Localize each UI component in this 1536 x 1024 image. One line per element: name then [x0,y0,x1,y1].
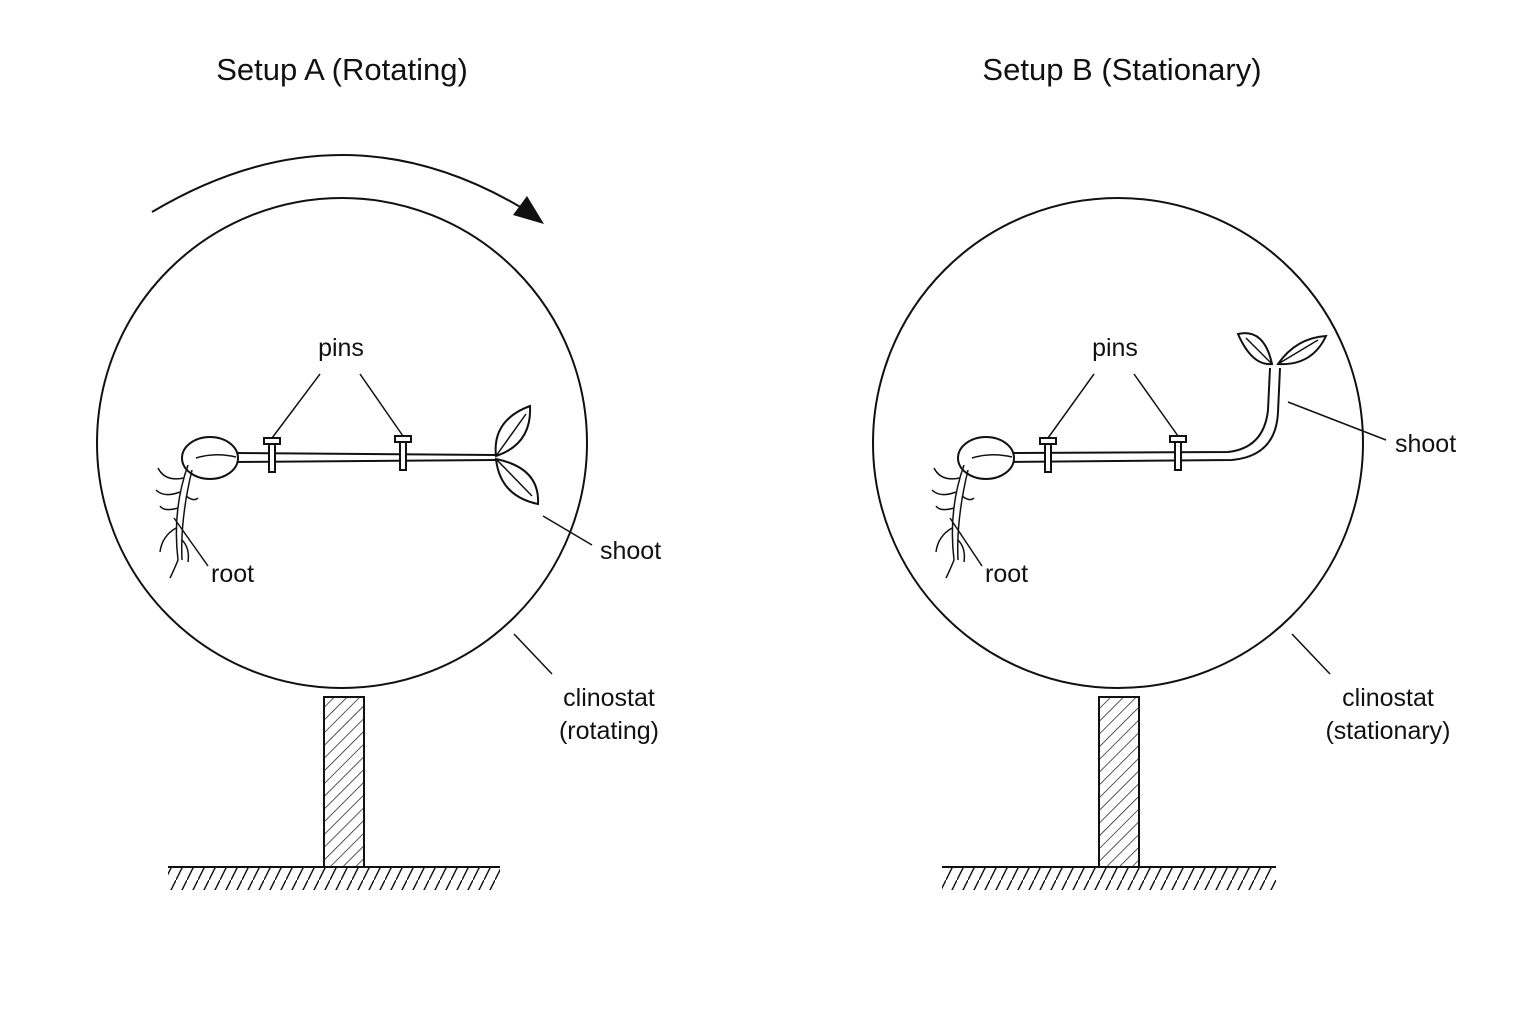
setup-a-title: Setup A (Rotating) [216,52,468,87]
setup-b-pins-label: pins [1092,334,1138,362]
setup-b-seedling [931,332,1328,579]
setup-b-pins-leader-2 [1133,373,1179,437]
setup-b-root-label: root [985,560,1028,588]
setup-b-leaves [1236,332,1328,366]
setup-b-seed [957,436,1015,480]
setup-a-clinostat-disk [96,197,588,689]
setup-b-root [931,464,975,579]
setup-a-seed [181,436,239,480]
setup-a-seedling [155,404,540,579]
setup-a-clinostat-label-1: clinostat [563,684,655,712]
setup-a-pins-label: pins [318,334,364,362]
rotation-arrow [151,154,544,224]
setup-a-shoot-label: shoot [600,537,661,565]
setup-b: Setup B (Stationary) [872,52,1456,890]
setup-a-pins-leader-2 [359,373,404,437]
setup-b-clinostat-disk [872,197,1364,689]
setup-b-clinostat-label-2: (stationary) [1325,717,1450,745]
setup-a-root-leader [173,517,209,567]
setup-a-root-label: root [211,560,254,588]
setup-a-clinostat-leader [513,633,553,675]
setup-a-root [155,464,199,579]
rotation-arrowhead [513,196,544,224]
setup-a-leaves [494,404,540,506]
setup-a-clinostat-label-2: (rotating) [559,717,659,745]
setup-a-stand-post [323,696,365,868]
setup-b-ground-hatch [942,868,1276,890]
setup-b-shoot-label: shoot [1395,430,1456,458]
setup-b-clinostat-label-1: clinostat [1342,684,1434,712]
setup-b-title: Setup B (Stationary) [982,52,1261,87]
setup-a-shoot-leader [542,515,593,546]
setup-b-clinostat-leader [1291,633,1331,675]
setup-b-shoot-leader [1287,401,1387,441]
setup-a: Setup A (Rotating) [96,52,661,890]
setup-b-stand-post [1098,696,1140,868]
setup-b-stand [942,696,1276,890]
setup-b-root-leader [949,517,983,567]
setup-a-ground-hatch [168,868,500,890]
setup-a-stand [168,696,500,890]
setup-b-pins-leader-1 [1047,373,1095,439]
setup-a-pins-leader-1 [271,373,321,439]
